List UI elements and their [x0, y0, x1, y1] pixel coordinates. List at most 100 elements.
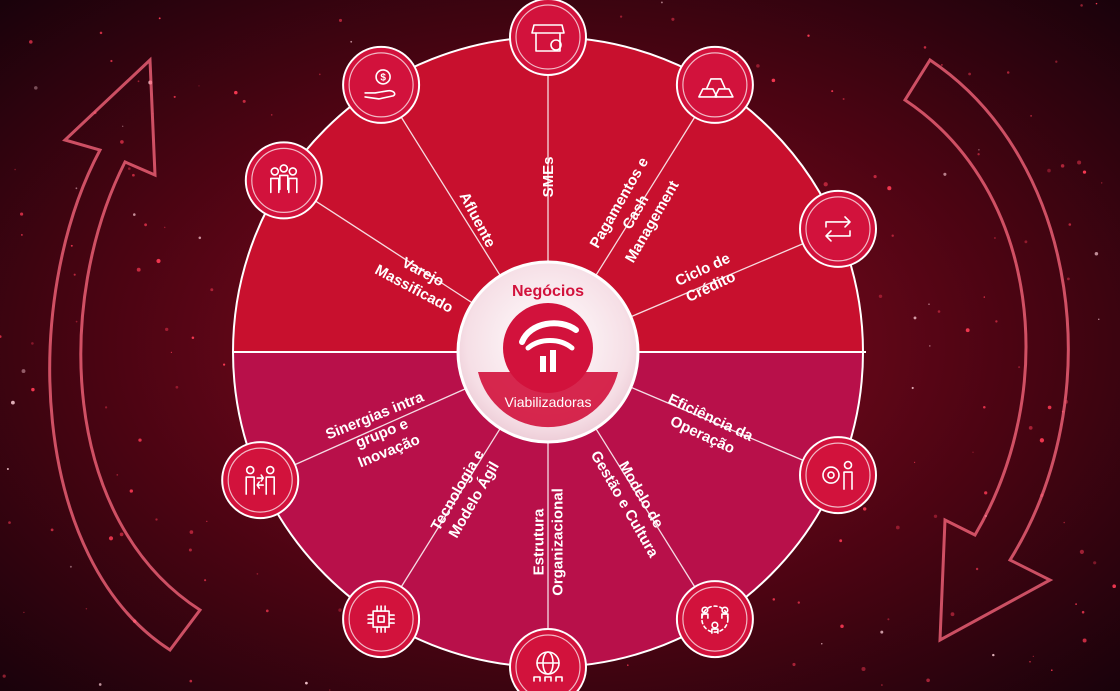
particle [1082, 638, 1087, 643]
particle [993, 237, 996, 239]
particle [983, 296, 986, 298]
segment-label-text: SMEs [540, 157, 557, 198]
particle [223, 363, 226, 366]
particle [950, 612, 955, 617]
particle [756, 64, 760, 68]
particle [887, 186, 892, 191]
particle [831, 90, 834, 93]
segment-node[interactable] [675, 45, 754, 124]
particle [928, 345, 931, 347]
particle [265, 609, 269, 613]
particle [807, 34, 810, 37]
particle [1047, 405, 1052, 410]
particle [210, 288, 214, 292]
node-ring [799, 189, 877, 268]
particle [6, 467, 9, 471]
node-inner-ring [515, 634, 581, 691]
node-ring [342, 580, 421, 659]
particle [2, 674, 6, 678]
particle [975, 567, 979, 571]
node-inner-ring [805, 196, 871, 262]
node-inner-ring [682, 52, 748, 118]
particle [191, 336, 195, 340]
particle [880, 630, 884, 634]
particle [204, 579, 207, 582]
particle [1081, 610, 1085, 614]
particle [129, 489, 133, 493]
particle [73, 273, 76, 276]
particle [1095, 2, 1098, 5]
bradesco-logo-icon [519, 320, 579, 372]
node-ring [675, 45, 754, 124]
particle [34, 86, 38, 90]
segment-label-line: SMEs [540, 157, 557, 198]
node-ring [509, 628, 587, 691]
particle [155, 518, 158, 521]
particle [1055, 60, 1058, 63]
particle [329, 689, 331, 691]
particle [671, 17, 675, 21]
segment-node[interactable]: $ [342, 45, 421, 124]
particle [127, 167, 131, 170]
particle [338, 608, 342, 612]
segment-node[interactable] [509, 0, 587, 76]
particle [840, 624, 844, 629]
segment-node[interactable] [342, 580, 421, 659]
segment-node[interactable] [244, 141, 323, 220]
particle [771, 78, 776, 83]
segment-node[interactable] [221, 441, 300, 520]
particle [627, 664, 629, 666]
particle [188, 548, 192, 552]
hub-lower-band [478, 372, 618, 428]
center-bottom-label: Viabilizadoras [505, 394, 592, 410]
particle [772, 598, 776, 601]
particle [928, 303, 930, 305]
particle [1080, 4, 1083, 7]
particle [1063, 521, 1065, 524]
particle [1101, 182, 1103, 184]
particle [122, 125, 124, 127]
particle [839, 539, 843, 543]
node-inner-ring [805, 442, 871, 508]
particle [995, 320, 998, 323]
particle [99, 31, 103, 35]
particle [1082, 170, 1087, 174]
center-hub: Negócios Viabilizadoras [456, 260, 640, 444]
particle [1067, 277, 1070, 281]
particle [8, 521, 11, 524]
node-ring [221, 441, 300, 520]
particle [1051, 669, 1053, 671]
particle [1029, 660, 1031, 663]
particle [31, 342, 34, 345]
segment-label: SMEs [540, 157, 557, 198]
particle [165, 327, 169, 332]
particle [21, 234, 23, 236]
particle [234, 90, 238, 95]
particle [256, 573, 259, 575]
node-ring [244, 141, 323, 220]
particle [737, 50, 739, 53]
node-ring [799, 436, 877, 515]
particle [14, 168, 16, 171]
segment-node[interactable] [799, 436, 877, 515]
particle [1032, 655, 1034, 658]
particle [1047, 168, 1051, 173]
particle [913, 316, 917, 320]
particle [887, 618, 890, 621]
segment-node[interactable] [509, 628, 587, 691]
segment-node[interactable] [799, 189, 877, 268]
particle [163, 226, 166, 229]
node-inner-ring [515, 4, 581, 70]
particle [133, 213, 136, 216]
particle [158, 17, 161, 20]
particle [992, 653, 995, 657]
segment-node[interactable] [675, 580, 754, 659]
particle [977, 153, 980, 156]
particle [50, 528, 54, 532]
node-ring [675, 580, 754, 659]
